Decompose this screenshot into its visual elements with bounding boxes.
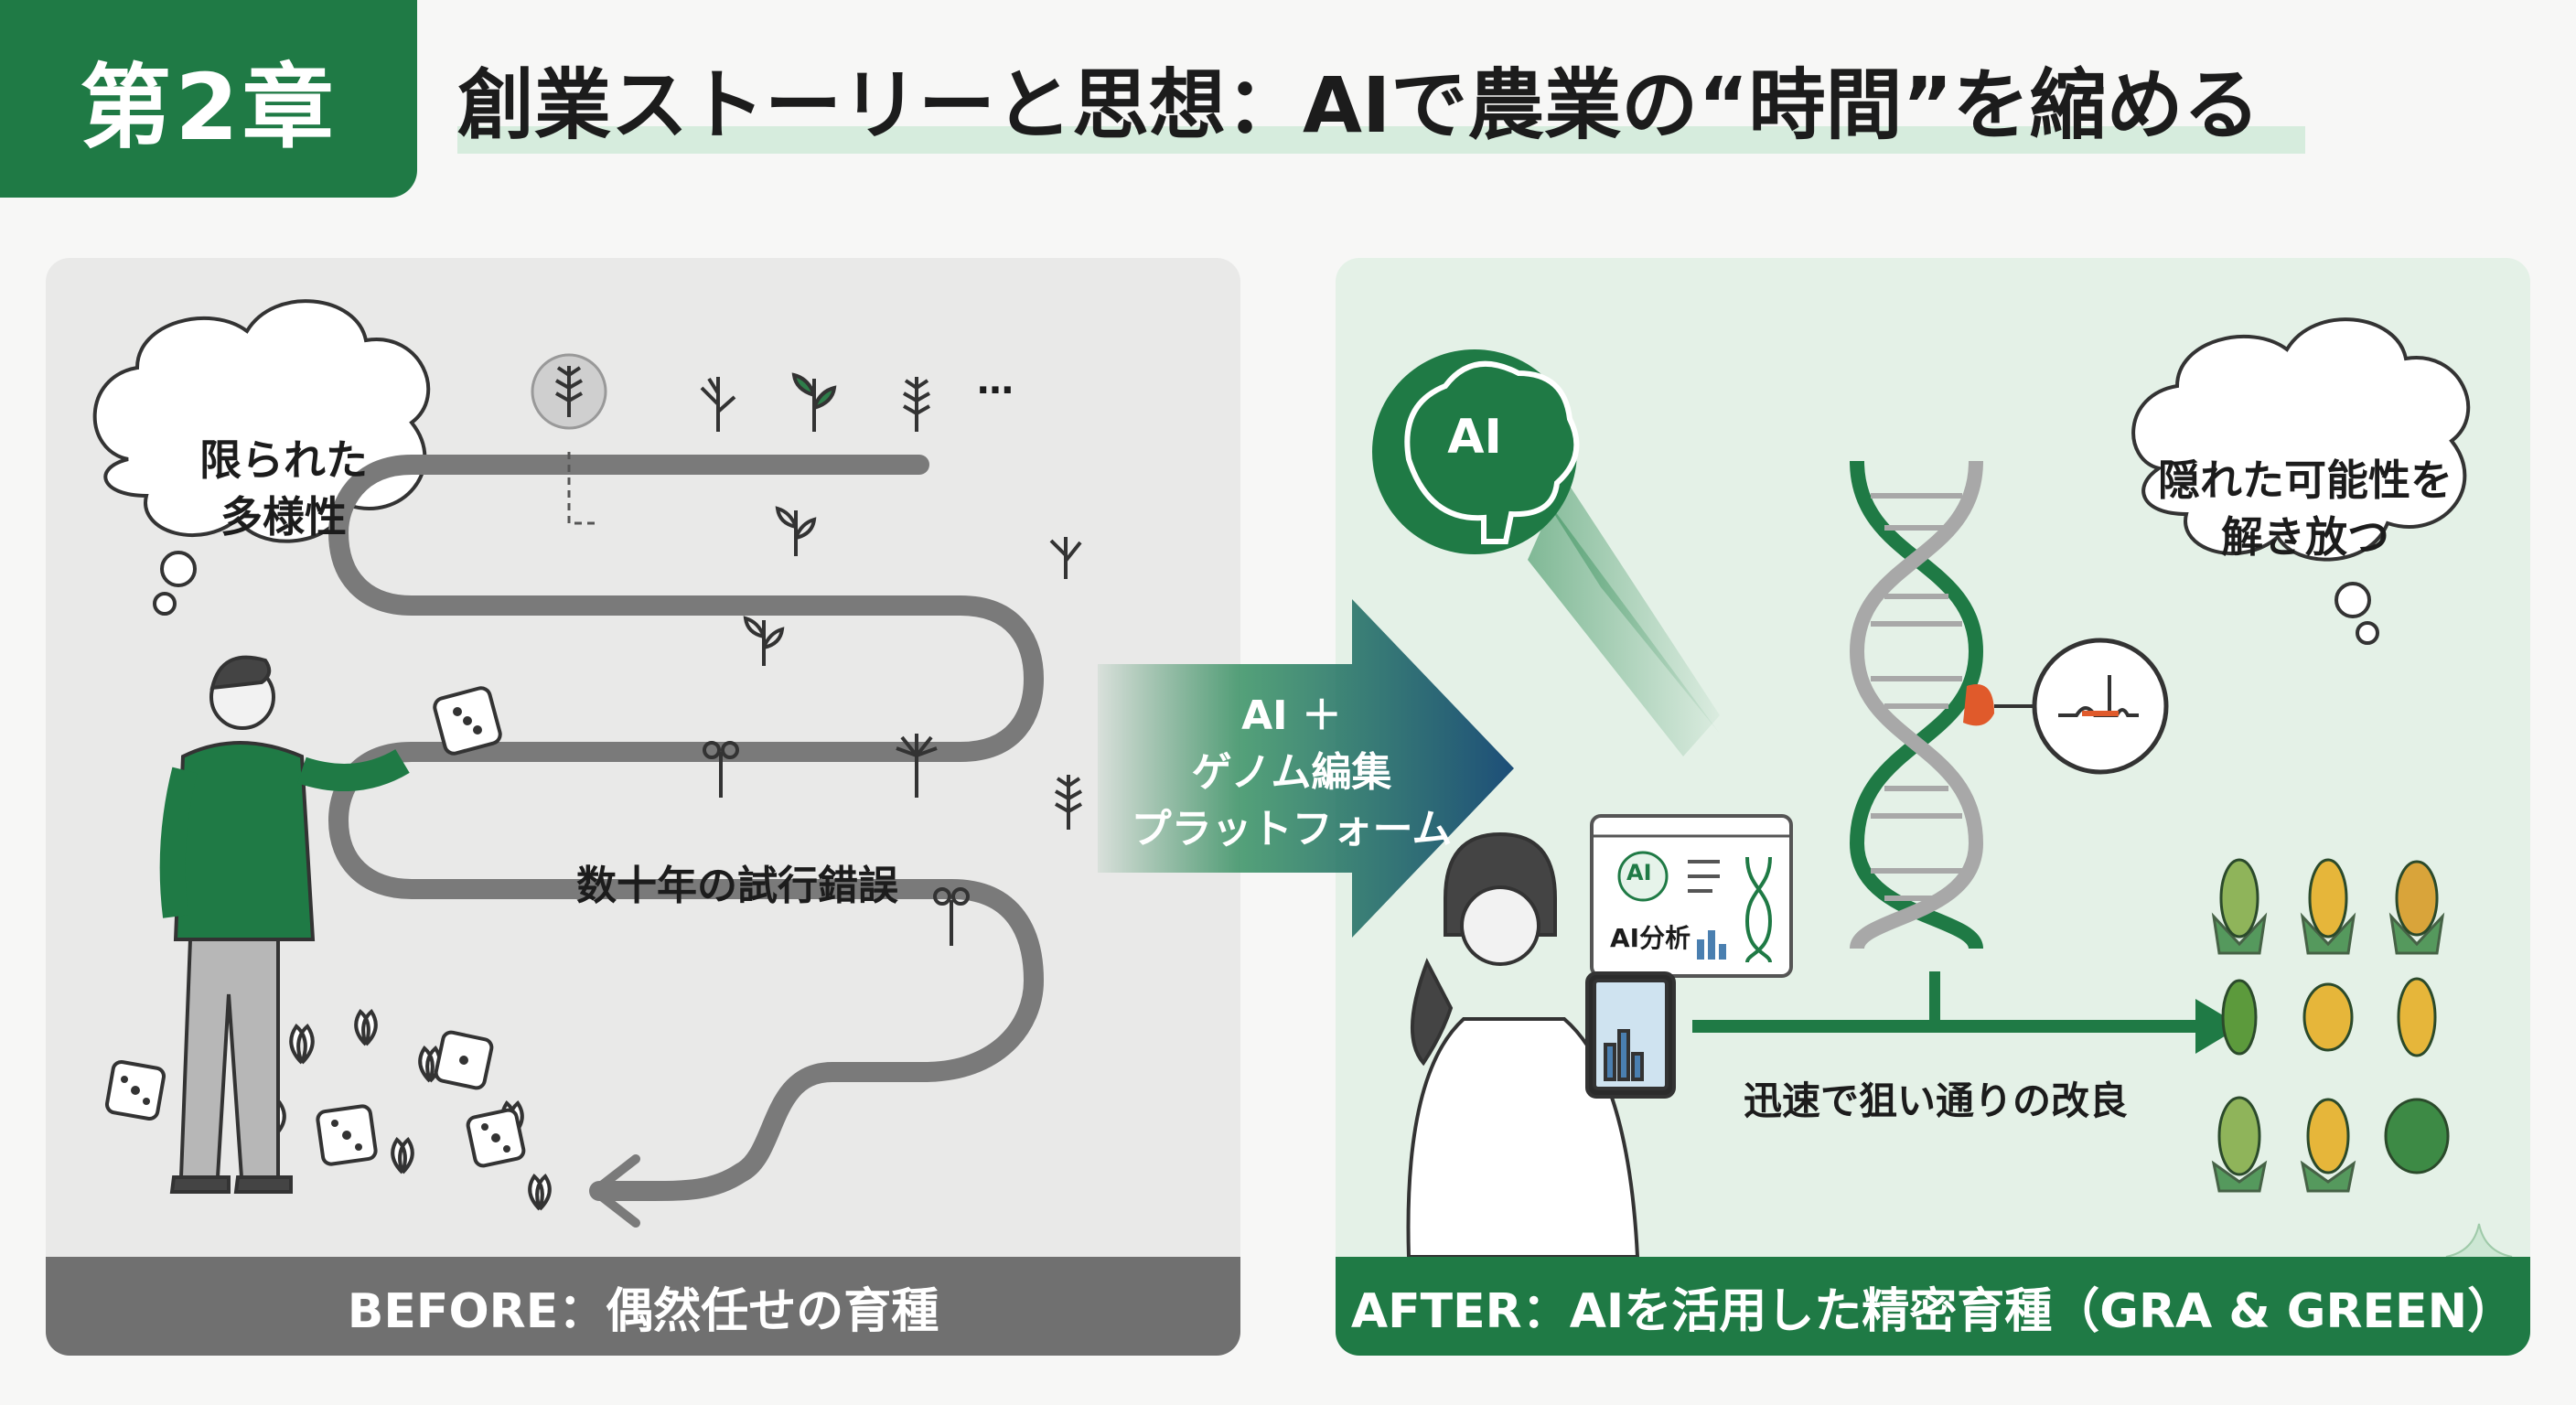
trial-and-error-label: 数十年の試行錯誤 (576, 863, 898, 909)
before-thought-text: 限られた 多様性 (199, 435, 368, 542)
transition-arrow-text: AI ＋ ゲノム編集 プラットフォーム (1131, 692, 1453, 853)
ellipsis: … (977, 360, 1014, 402)
title-underline-highlight (457, 126, 2305, 154)
brain-icon (1404, 360, 1580, 544)
scientist-figure (1406, 831, 1676, 1259)
crop-icons (2211, 858, 2450, 1193)
path-arrowhead (590, 1154, 640, 1228)
after-panel: AI 隠れた可能性を 解き放つ AI AI分析 迅速で狙い通りの改良 AFTER… (1336, 258, 2530, 1356)
page-title: 創業ストーリーと思想：AIで農業の“時間”を縮める (457, 60, 2260, 150)
mutation-site (1963, 684, 1994, 726)
dice-pips (121, 707, 510, 1153)
man-figure (159, 655, 410, 1194)
after-thought-cloud (2131, 317, 2471, 645)
chapter-badge: 第2章 (0, 0, 417, 198)
rapid-improvement-label: 迅速で狙い通りの改良 (1744, 1078, 2129, 1123)
before-panel: 限られた 多様性 … 数十年の試行錯誤 BEFORE：偶然任せの育種 (46, 258, 1240, 1356)
after-footer: AFTER：AIを活用した精密育種（GRA & GREEN） (1336, 1257, 2530, 1356)
trial-and-error-path (328, 455, 1044, 1201)
thought-cloud (92, 299, 431, 616)
after-illustration (1372, 317, 2513, 1291)
before-footer: BEFORE：偶然任せの育種 (46, 1257, 1240, 1356)
monitor-ai-label: AI (1626, 860, 1652, 885)
gene-zoom-lens (2032, 638, 2169, 775)
after-thought-text: 隠れた可能性を 解き放つ (2158, 456, 2453, 562)
before-illustration (92, 299, 1082, 1228)
dna-helix (1849, 460, 1984, 950)
analysis-monitor (1590, 814, 1793, 978)
ai-analysis-label: AI分析 (1610, 923, 1691, 953)
plant-icons (555, 366, 1082, 946)
ai-brain-label: AI (1447, 410, 1502, 465)
